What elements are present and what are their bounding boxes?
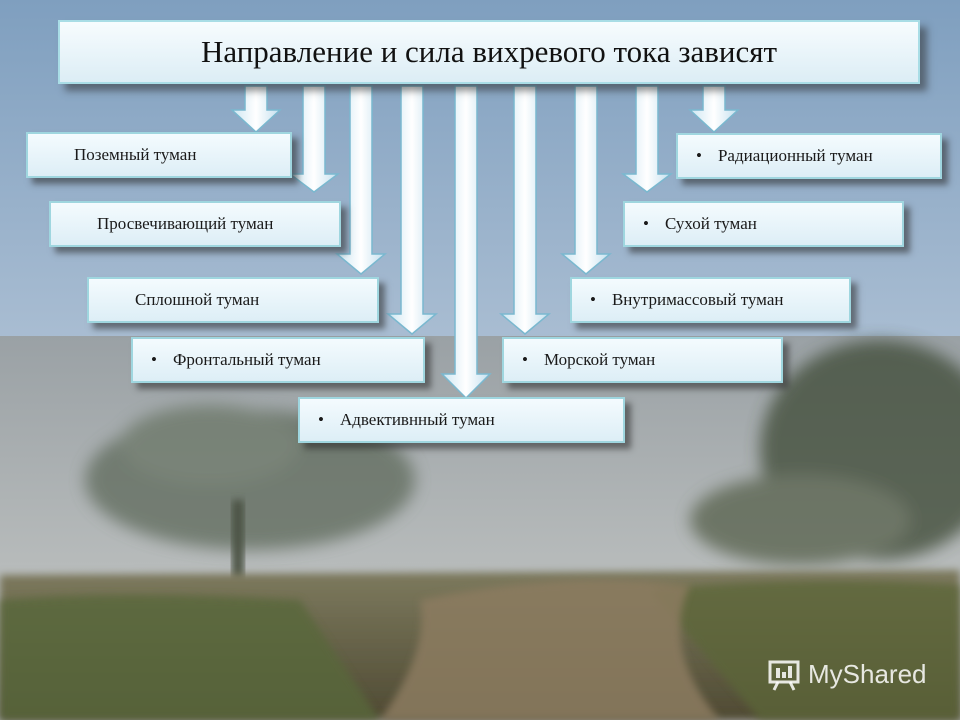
item-prosvechivayushchy: Просвечивающий туман [49,201,341,247]
item-sploshnoy: Сплошной туман [87,277,379,323]
connector-arrows [230,85,740,400]
presentation-board-icon [768,660,800,691]
item-advektivny: Адвективнный туман [298,397,625,443]
item-vnutrimassovy: Внутримассовый туман [570,277,851,323]
item-sukhoy: Сухой туман [623,201,904,247]
watermark-logo: MyShared [766,654,927,694]
item-morskoy: Морской туман [502,337,783,383]
item-frontalny: Фронтальный туман [131,337,425,383]
diagram-title: Направление и сила вихревого тока завися… [58,20,920,84]
item-pozemny: Поземный туман [26,132,292,178]
item-radiatsionny: Радиационный туман [676,133,942,179]
watermark-text: MyShared [808,658,927,689]
